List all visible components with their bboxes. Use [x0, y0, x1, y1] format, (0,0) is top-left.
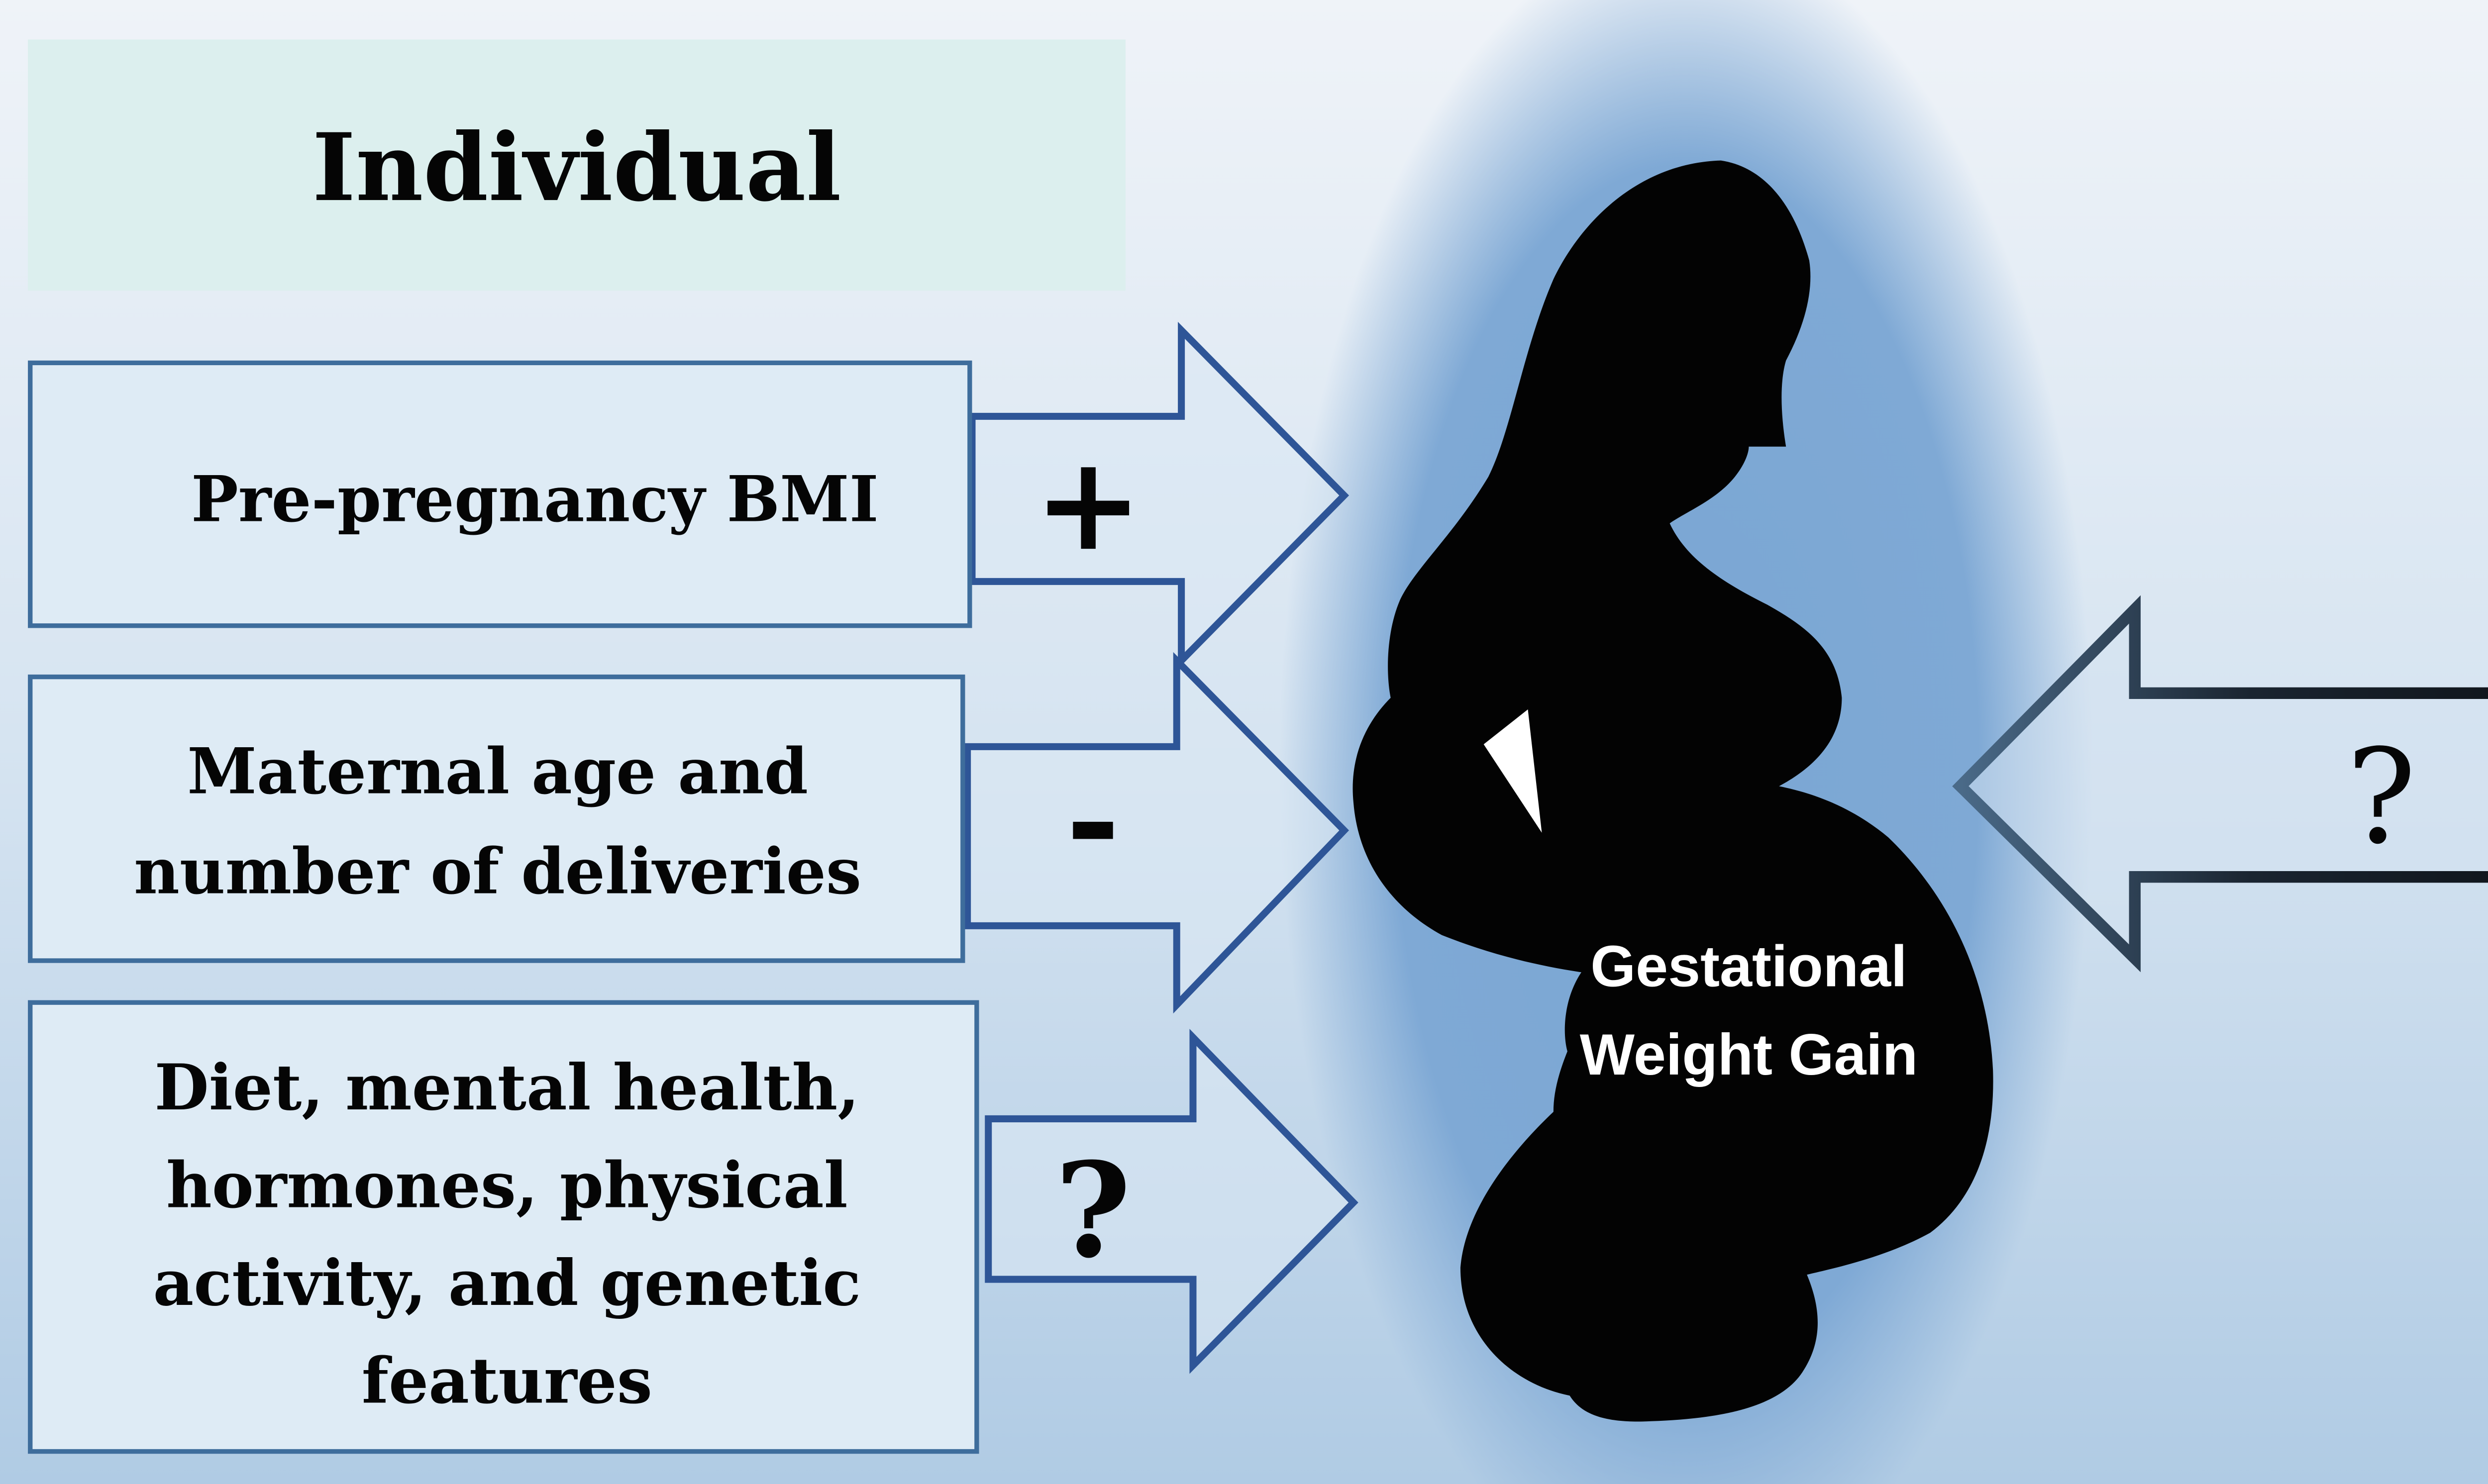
individual-header: Individual — [28, 39, 1126, 291]
center-title-line1: Gestational — [1590, 933, 1907, 998]
arrow-right-icon — [968, 321, 1349, 669]
factor-lifestyle-line2: hormones, physical — [166, 1148, 848, 1222]
arrow-right-icon — [985, 1029, 1358, 1374]
individual-header-label: Individual — [312, 113, 841, 222]
arrow-left-icon — [1952, 595, 2488, 973]
factor-bmi-label: Pre-pregnancy BMI — [191, 462, 879, 536]
factor-box-maternal-age: Maternal age and number of deliveries - — [28, 652, 1349, 1014]
factor-maternal-age-line1: Maternal age and — [187, 734, 808, 808]
social-effect-question-sign: ? — [2346, 721, 2416, 873]
factor-lifestyle-line3: activity, and genetic — [153, 1246, 861, 1320]
factor-box-lifestyle: Diet, mental health, hormones, physical … — [28, 1000, 1358, 1454]
effect-minus-sign: - — [1066, 743, 1120, 896]
factor-maternal-age-line2: number of deliveries — [134, 834, 861, 908]
factor-lifestyle-line1: Diet, mental health, — [154, 1050, 859, 1124]
pregnant-woman-silhouette-icon — [1352, 160, 1993, 1422]
effect-plus-sign: + — [1034, 426, 1143, 580]
center-title-line2: Weight Gain — [1580, 1022, 1918, 1087]
hand-highlight — [1483, 709, 1542, 833]
social-influence-arrow: ? — [1952, 595, 2488, 973]
factor-lifestyle-line4: features — [362, 1343, 652, 1417]
arrow-right-icon — [964, 652, 1349, 1014]
effect-question-sign: ? — [1055, 1134, 1131, 1287]
factor-box-bmi: Pre-pregnancy BMI + — [28, 321, 1349, 669]
